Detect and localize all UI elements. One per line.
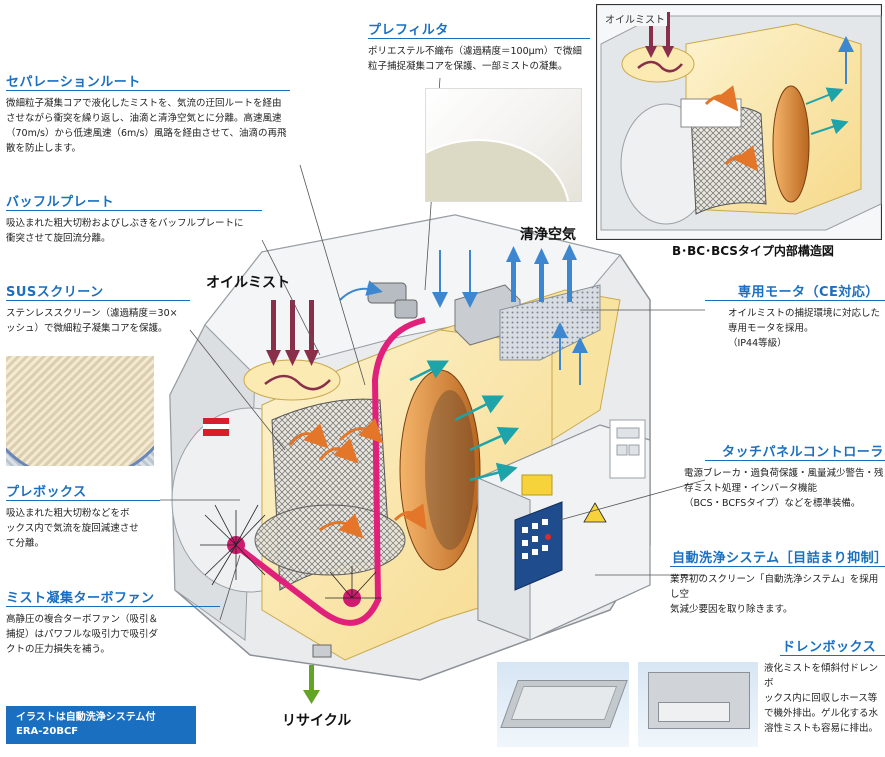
prebox-title: プレボックス — [6, 485, 87, 500]
spray-burst-bottom — [325, 566, 382, 599]
turbofan-title: ミスト凝集ターボファン — [6, 591, 155, 606]
touch-panel-text: 電源ブレーカ・過負荷保護・風量減少警告・残 存ミスト処理・インバータ機能 （BC… — [684, 468, 884, 509]
auto-wash-title: 自動洗浄システム［目詰まり抑制］ — [672, 551, 885, 566]
recycle-label: リサイクル — [282, 713, 352, 729]
oil-mist-arrows — [266, 300, 319, 366]
turbo-fan-disk — [399, 369, 481, 571]
recycle-outlet — [303, 644, 332, 704]
clean-air-label: 清浄空気 — [520, 227, 576, 243]
inset-internal-structure — [596, 4, 882, 240]
sus-screen-photo — [6, 356, 154, 466]
control-box — [477, 419, 651, 641]
drain-box-title: ドレンボックス — [782, 640, 877, 655]
sus-screen-title: SUSスクリーン — [6, 285, 104, 300]
prefilter-title: プレフィルタ — [368, 23, 449, 38]
motor-title: 専用モータ（CE対応） — [738, 285, 879, 300]
baffle-plate-title: バッフルプレート — [6, 195, 115, 210]
airflow-arrows-teal — [409, 360, 520, 483]
callout-lines — [160, 77, 706, 681]
auto-wash-text: 業界初のスクリーン「自動洗浄システム」を採用し空 気減少要因を取り除きます。 — [670, 574, 879, 615]
touch-panel-title: タッチパネルコントローラ — [722, 445, 884, 460]
prefilter-photo — [425, 88, 582, 202]
spray-burst-left — [200, 504, 266, 586]
airflow-arrows-orange — [288, 418, 427, 539]
prefilter-text: ポリエステル不織布（濾過精度＝100μm）で微細 粒子捕捉凝集コアを保護、一部ミ… — [368, 46, 582, 72]
title-underlines — [6, 38, 885, 656]
prebox-text: 吸込まれた粗大切粉などをボ ックス内で気流を旋回減速させ て分離。 — [6, 508, 139, 549]
sus-screen-mesh — [254, 398, 406, 591]
motor-text: オイルミストの捕捉環境に対応した 専用モータを採用。 （IP44等級） — [728, 308, 881, 349]
model-badge: イラストは自動洗浄システム付 ERA-20BCF — [6, 706, 196, 744]
inset-caption: B･BC･BCSタイプ内部構造図 — [672, 244, 834, 258]
sus-screen-text: ステンレススクリーン（濾過精度＝30× ッシュ）で微細粒子凝集コアを保護。 — [6, 308, 178, 334]
separation-route-title: セパレーションルート — [6, 75, 141, 90]
auto-wash-duct — [233, 317, 426, 626]
drain-box-photo-1 — [497, 662, 629, 747]
baffle-plate-text: 吸込まれた粗大切粉およびしぶきをバッフルプレートに 衝突させて旋回流分離。 — [6, 218, 244, 244]
separation-route-text: 微細粒子凝集コアで液化したミストを、気流の迂回ルートを経由 させながら衝突を繰り… — [6, 98, 287, 154]
inset-oil-mist-label: オイルミスト — [603, 11, 667, 26]
drain-box-text: 液化ミストを傾斜付ドレンボ ックス内に回収しホース等 で機外排出。ゲル化する水 … — [764, 663, 879, 734]
airflow-arrows-blue — [339, 250, 588, 385]
drain-box-photo-2 — [638, 662, 758, 747]
mist-inlet — [243, 359, 341, 401]
turbofan-text: 高静圧の複合ターボファン（吸引＆ 捕捉）はパワフルな吸引力で吸引ダ クトの圧力損… — [6, 614, 159, 655]
clean-air-arrows — [506, 244, 577, 302]
touch-panel-controller — [514, 501, 563, 591]
oil-mist-label: オイルミスト — [206, 275, 290, 291]
